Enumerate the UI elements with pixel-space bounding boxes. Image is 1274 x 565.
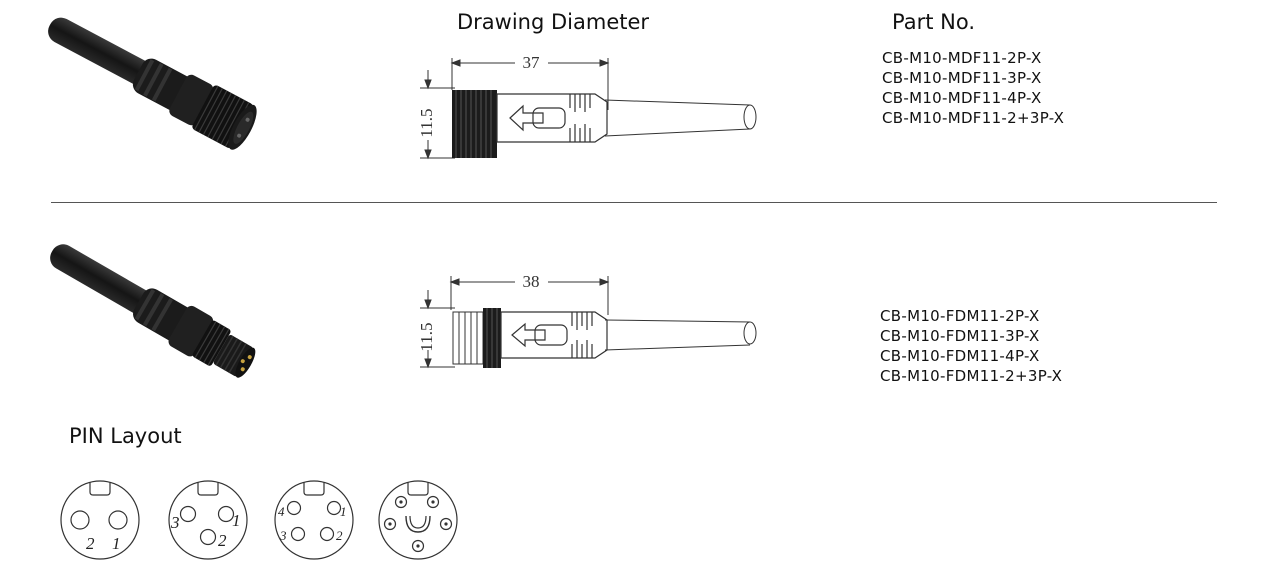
section-separator [51, 202, 1217, 203]
part-number: CB-M10-FDM11-2P-X [880, 307, 1040, 325]
female-connector-drawing: 37 11.5 [417, 53, 757, 160]
part-number: CB-M10-MDF11-3P-X [882, 69, 1042, 87]
pin-circle [439, 517, 453, 531]
pin-label: 3 [279, 528, 287, 543]
drawing-diameter-heading: Drawing Diameter [457, 10, 650, 34]
pin-circle [319, 526, 335, 542]
pin-circle [108, 510, 128, 530]
pin-circle [199, 528, 217, 546]
pin-layout-3p: 3 1 2 [168, 480, 248, 560]
pin-label: 1 [112, 534, 121, 553]
female-length-dimension: 37 [523, 53, 541, 72]
pin-layout-2p: 2 1 [60, 480, 140, 560]
pin-circle [383, 517, 397, 531]
pin-circle [411, 539, 425, 553]
pin-circle [217, 505, 235, 523]
female-part-numbers: CB-M10-MDF11-2P-X CB-M10-MDF11-3P-X CB-M… [882, 48, 1064, 128]
pin-label: 1 [232, 511, 241, 530]
female-connector-photo [48, 17, 257, 150]
pin-circle [70, 510, 90, 530]
pin-circle [290, 526, 306, 542]
part-no-heading: Part No. [892, 10, 975, 34]
part-number: CB-M10-FDM11-2+3P-X [880, 367, 1063, 385]
pin-label: 2 [336, 528, 343, 543]
part-number: CB-M10-MDF11-2+3P-X [882, 109, 1065, 127]
pin-circle [179, 505, 197, 523]
pin-layout-4p: 4 1 3 2 [274, 480, 354, 560]
pin-circle [286, 500, 302, 516]
male-length-dimension: 38 [523, 272, 540, 291]
pin-label: 2 [86, 534, 95, 553]
part-number: CB-M10-MDF11-2P-X [882, 49, 1042, 67]
male-diameter-dimension: 11.5 [417, 322, 436, 351]
pin-circle [394, 495, 408, 509]
pin-label: 4 [278, 504, 285, 519]
pin-circle [426, 495, 440, 509]
male-part-numbers: CB-M10-FDM11-2P-X CB-M10-FDM11-3P-X CB-M… [880, 306, 1062, 386]
pin-circle [326, 500, 342, 516]
pin-layout-5p [378, 480, 458, 560]
pin-label: 2 [218, 531, 227, 550]
male-connector-photo [50, 244, 256, 378]
pin-label: 1 [340, 504, 347, 519]
part-number: CB-M10-FDM11-3P-X [880, 327, 1040, 345]
pin-label: 3 [170, 513, 180, 532]
part-number: CB-M10-MDF11-4P-X [882, 89, 1042, 107]
female-diameter-dimension: 11.5 [417, 108, 436, 137]
part-number: CB-M10-FDM11-4P-X [880, 347, 1040, 365]
pin-layout-heading: PIN Layout [69, 424, 182, 448]
male-connector-drawing: 38 11.5 [417, 272, 757, 369]
